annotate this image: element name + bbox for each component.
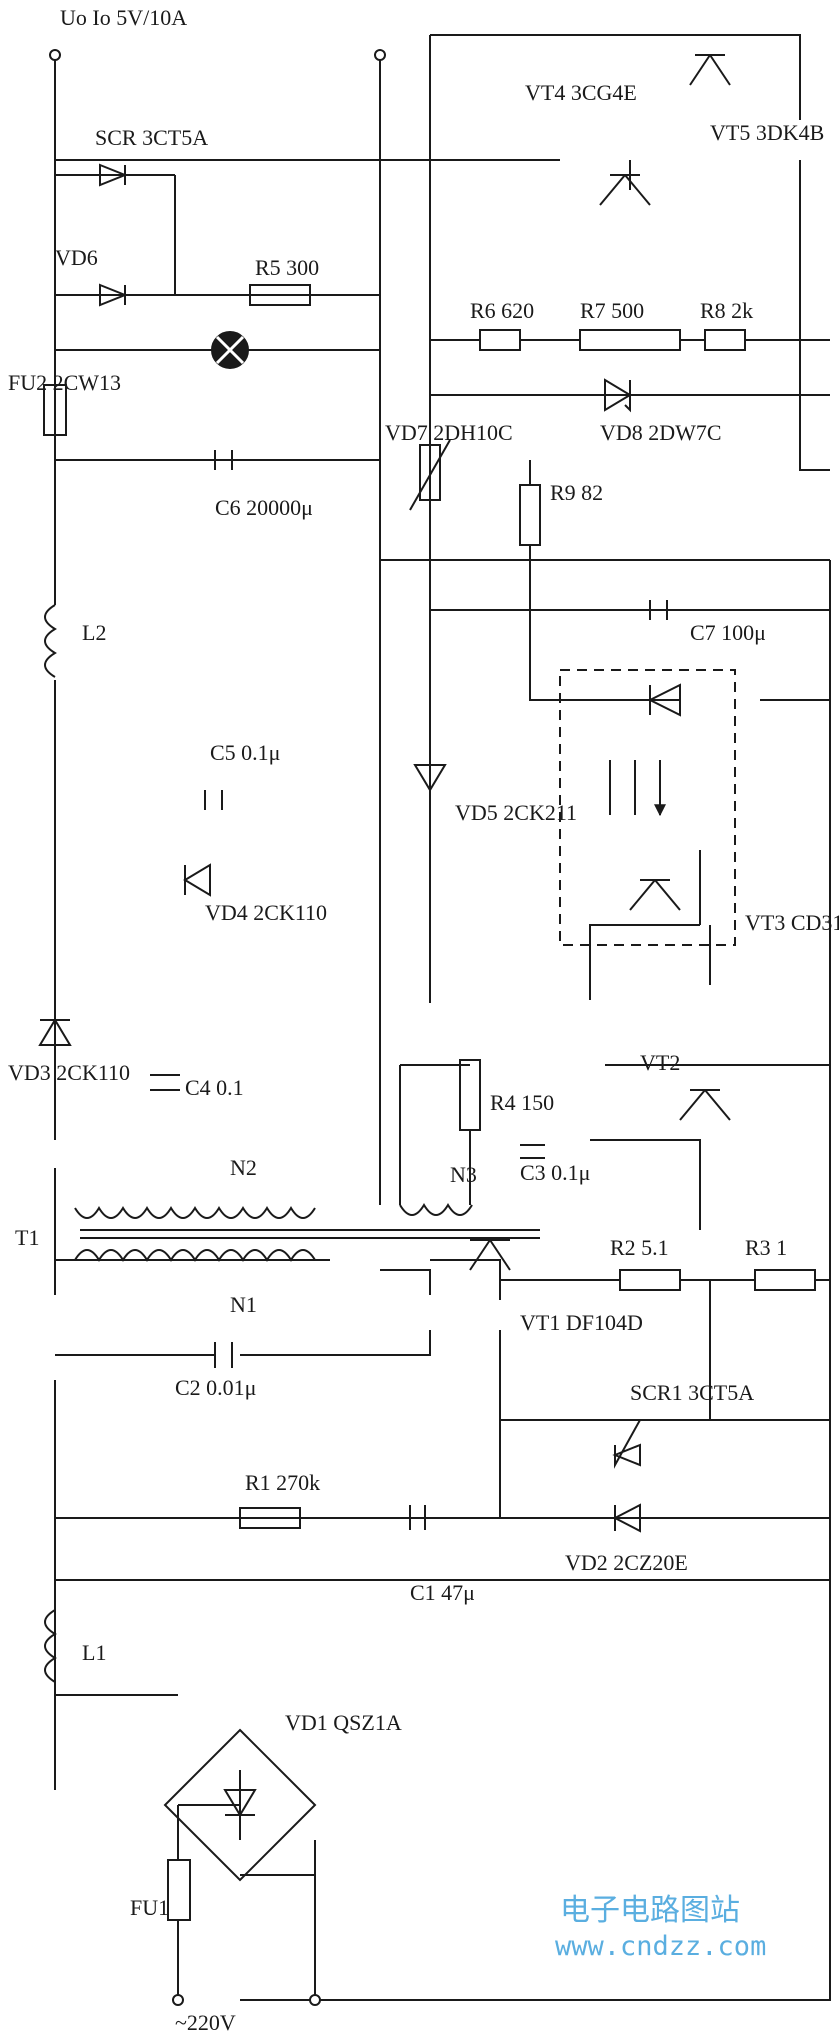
label-vd6: VD6 — [55, 245, 98, 270]
coil-n2 — [74, 1206, 316, 1219]
watermark: 电子电路图站 www.cndzz.com — [555, 1893, 766, 1962]
resistor-r5 — [249, 284, 311, 306]
label-vt1: VT1 DF104D — [520, 1310, 643, 1335]
label-r2: R2 5.1 — [610, 1235, 669, 1260]
terminal-ac-2 — [309, 1994, 321, 2006]
zener-vd7 — [409, 439, 451, 511]
bridge-rectifier-vd1 — [163, 1728, 317, 1882]
label-fu1: FU1 — [130, 1895, 169, 1920]
label-output: Uo Io 5V/10A — [60, 5, 187, 30]
label-r5: R5 300 — [255, 255, 319, 280]
transistor-vt5 — [689, 54, 731, 86]
label-c4: C4 0.1 — [185, 1075, 244, 1100]
label-r4: R4 150 — [490, 1090, 554, 1115]
resistor-r1 — [239, 1507, 301, 1529]
label-r6: R6 620 — [470, 298, 534, 323]
label-vd8: VD8 2DW7C — [600, 420, 722, 445]
label-vt2: VT2 — [640, 1050, 680, 1075]
wires — [54, 34, 831, 2001]
optocoupler-light-arrows — [609, 760, 660, 815]
resistor-r6 — [479, 329, 521, 351]
label-r8: R8 2k — [700, 298, 753, 323]
transistor-vt2 — [679, 1089, 731, 1121]
coil-n1 — [74, 1249, 316, 1262]
label-c5: C5 0.1μ — [210, 740, 280, 765]
label-vt5: VT5 3DK4B — [710, 120, 824, 145]
label-r9: R9 82 — [550, 480, 603, 505]
label-n1: N1 — [230, 1292, 257, 1317]
label-r1: R1 270k — [245, 1470, 320, 1495]
watermark-en: www.cndzz.com — [555, 1931, 766, 1962]
label-n3: N3 — [450, 1162, 477, 1187]
label-c6: C6 20000μ — [215, 495, 313, 520]
capacitor-c2 — [214, 1342, 233, 1368]
diode-vd2 — [612, 1503, 641, 1533]
label-r7: R7 500 — [580, 298, 644, 323]
capacitor-c3 — [520, 1144, 545, 1159]
capacitor-c4 — [150, 1074, 180, 1091]
label-l1: L1 — [82, 1640, 106, 1665]
resistor-r9 — [519, 484, 541, 546]
resistor-r2 — [619, 1269, 681, 1291]
resistor-r4 — [459, 1059, 481, 1131]
scr1-thyristor — [612, 1419, 641, 1469]
label-vt4: VT4 3CG4E — [525, 80, 637, 105]
label-input: ~220V — [175, 2010, 236, 2035]
terminal-out-pos — [374, 49, 386, 61]
fuse-fu1 — [167, 1859, 191, 1921]
label-l2: L2 — [82, 620, 106, 645]
diode-vd4 — [183, 863, 211, 897]
transistor-vt1 — [469, 1239, 511, 1271]
label-vd4: VD4 2CK110 — [205, 900, 327, 925]
component-labels: Uo Io 5V/10A ~220V FU1 FU2 2CW13 T1 N1 N… — [8, 5, 839, 2035]
zener-vd8 — [604, 378, 632, 413]
transistor-vt3 — [629, 879, 681, 911]
label-vt3: VT3 CD315 — [745, 910, 839, 935]
label-vd5: VD5 2CK211 — [455, 800, 577, 825]
diode-vd3-output — [647, 683, 681, 717]
diode-vd5 — [413, 764, 447, 792]
label-vd3: VD3 2CK110 — [8, 1060, 130, 1085]
terminal-ac-1 — [172, 1994, 184, 2006]
terminal-out-neg — [49, 49, 61, 61]
label-r3: R3 1 — [745, 1235, 787, 1260]
capacitor-c1 — [409, 1505, 426, 1530]
capacitor-c5 — [204, 790, 223, 810]
label-fu2: FU2 2CW13 — [8, 370, 121, 395]
resistor-r3 — [754, 1269, 816, 1291]
inductor-l1 — [44, 1609, 57, 1683]
label-vd7: VD7 2DH10C — [385, 420, 513, 445]
transformer-core — [80, 1229, 540, 1239]
label-c2: C2 0.01μ — [175, 1375, 256, 1400]
label-c1: C1 47μ — [410, 1580, 475, 1605]
scr-output-thyristor — [99, 163, 128, 307]
label-vd2: VD2 2CZ20E — [565, 1550, 688, 1575]
watermark-cn: 电子电路图站 — [560, 1893, 740, 1928]
label-scr1: SCR1 3CT5A — [630, 1380, 754, 1405]
coil-n3 — [399, 1203, 473, 1216]
capacitor-c7 — [649, 600, 668, 620]
fuse-fu2 — [43, 384, 67, 436]
diode-vd3 — [38, 1018, 72, 1046]
label-scr: SCR 3CT5A — [95, 125, 208, 150]
label-c3: C3 0.1μ — [520, 1160, 590, 1185]
resistor-r7 — [579, 329, 681, 351]
inductor-l2 — [44, 604, 57, 678]
label-vd1: VD1 QSZ1A — [285, 1710, 402, 1735]
label-n2: N2 — [230, 1155, 257, 1180]
resistor-r8 — [704, 329, 746, 351]
transistor-vt4 — [599, 174, 651, 206]
label-t1: T1 — [15, 1225, 39, 1250]
label-c7: C7 100μ — [690, 620, 766, 645]
optocoupler-box — [559, 669, 736, 946]
capacitor-c6 — [214, 450, 233, 470]
